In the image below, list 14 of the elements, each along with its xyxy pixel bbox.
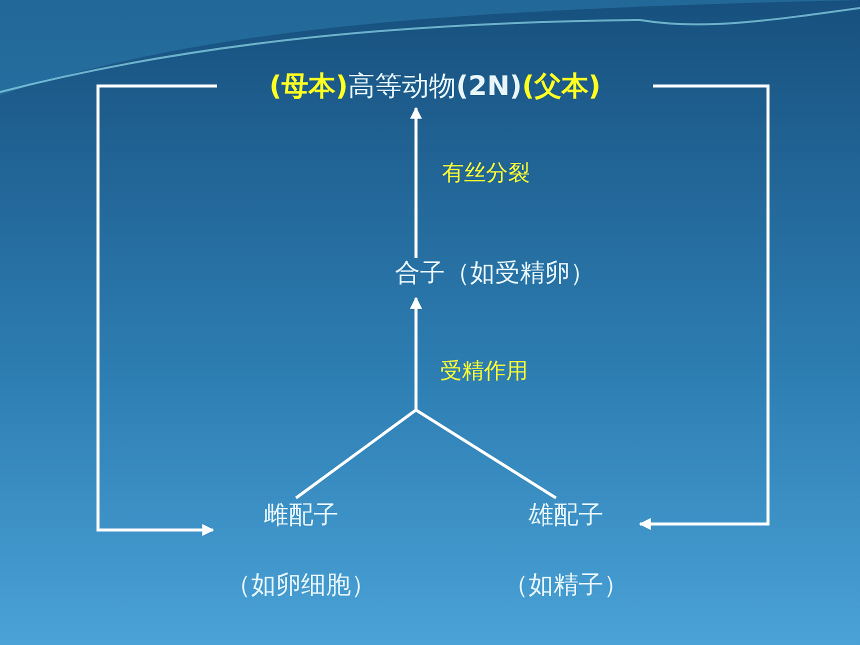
arrow [410,296,557,500]
parent-label: (父本) [522,70,601,104]
parent-label: (母本) [269,70,348,104]
arrow [410,106,422,258]
node-note: （如精子） [504,570,628,600]
arrow [638,84,770,530]
node-title: 雌配子 [264,500,338,530]
edge-label: 受精作用 [440,358,528,386]
arrow [96,84,217,536]
edge-label: 有丝分裂 [442,160,530,188]
node-title: 高等动物(2N) [348,70,522,104]
node-note: （如卵细胞） [226,570,376,600]
node-title: 合子（如受精卵） [395,258,595,288]
node-title: 雄配子 [528,500,604,530]
